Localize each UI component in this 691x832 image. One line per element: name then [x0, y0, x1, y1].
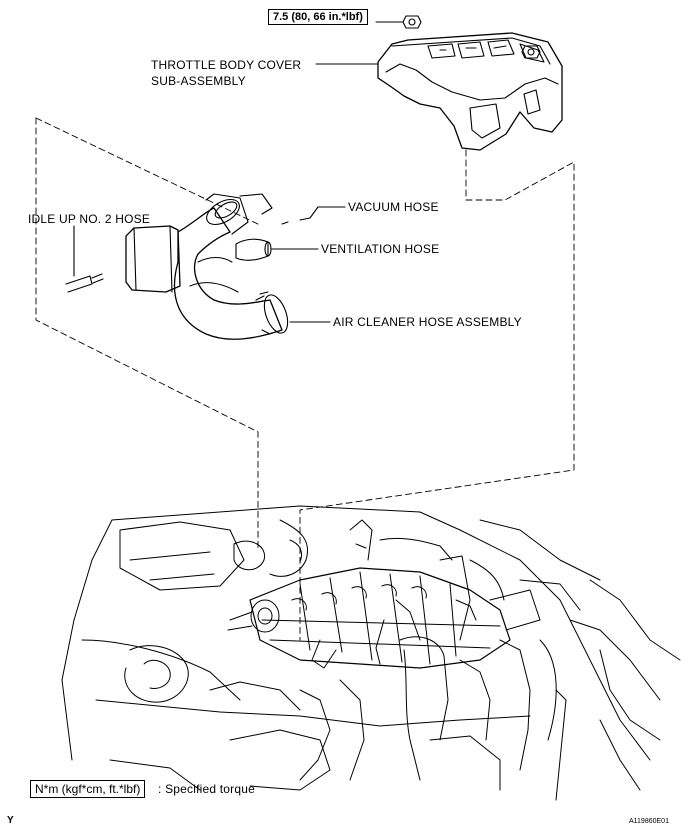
- vacuum-hose-stub: [281, 221, 289, 225]
- torque-spec-box: 7.5 (80, 66 in.*lbf): [268, 9, 368, 25]
- vacuum-hose-leader: [299, 206, 346, 221]
- idle-up-hose: [65, 273, 104, 293]
- idle-up-hose-label: IDLE UP NO. 2 HOSE: [28, 212, 151, 226]
- air-cleaner-hose-label: AIR CLEANER HOSE ASSEMBLY: [333, 315, 522, 329]
- throttle-body-cover: [377, 32, 563, 151]
- cover-nut-2: [521, 45, 541, 59]
- corner-letter: Y: [7, 815, 14, 826]
- throttle-cover-label-1: THROTTLE BODY COVER: [151, 58, 302, 72]
- throttle-cover-label-2: SUB-ASSEMBLY: [151, 74, 246, 88]
- cover-nut-1: [402, 15, 422, 29]
- guide-lines: [35, 117, 575, 641]
- engine-assembly: [61, 505, 681, 801]
- vacuum-hose-label: VACUUM HOSE: [348, 200, 439, 214]
- torque-unit-legend: N*m (kgf*cm, ft.*lbf): [30, 780, 146, 798]
- air-cleaner-hose: [125, 193, 289, 340]
- figure-code: A119860E01: [629, 818, 669, 825]
- legend-description: : Specified torque: [158, 782, 255, 796]
- ventilation-hose-label: VENTILATION HOSE: [321, 242, 440, 256]
